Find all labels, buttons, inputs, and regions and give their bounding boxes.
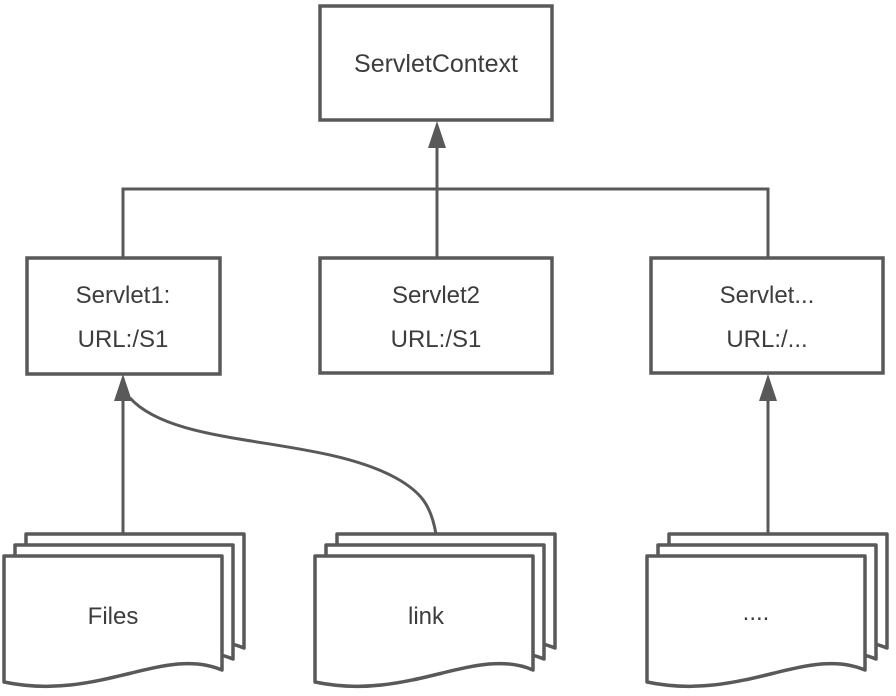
- files-label: Files: [88, 603, 139, 630]
- servlet2-name-label: Servlet2: [392, 282, 480, 309]
- servletcontext-node: [318, 4, 554, 122]
- document-page-icon: [645, 554, 867, 688]
- arrow-dots-to-servlet3: [759, 374, 777, 534]
- connector-link-to-servlet1: [128, 396, 438, 535]
- servlet3-url-label: URL:/...: [726, 326, 807, 353]
- servlet2-node: [318, 256, 554, 375]
- tree-connector: [121, 187, 770, 258]
- servlet1-name-label: Servlet1:: [76, 282, 171, 309]
- arrow-servlet2-to-servletcontext: [428, 121, 446, 258]
- document-page-icon: [313, 554, 535, 688]
- servlet1-url-label: URL:/S1: [78, 326, 169, 353]
- document-stack-dots: [645, 532, 889, 688]
- arrowhead-icon: [428, 121, 446, 148]
- servlet1-node: [25, 256, 222, 376]
- document-stack-files: [2, 532, 246, 688]
- servlet2-url-label: URL:/S1: [391, 326, 482, 353]
- servletcontext-label: ServletContext: [354, 50, 518, 78]
- link-label: link: [408, 603, 445, 630]
- arrowhead-icon: [759, 374, 777, 401]
- arrowhead-icon: [114, 374, 132, 401]
- document-stack-link: [313, 532, 557, 688]
- arrow-files-to-servlet1: [114, 374, 132, 534]
- servlet3-node: [649, 256, 885, 375]
- servlet3-name-label: Servlet...: [720, 282, 815, 309]
- document-page-icon: [2, 554, 224, 688]
- dots-label: ....: [743, 599, 770, 626]
